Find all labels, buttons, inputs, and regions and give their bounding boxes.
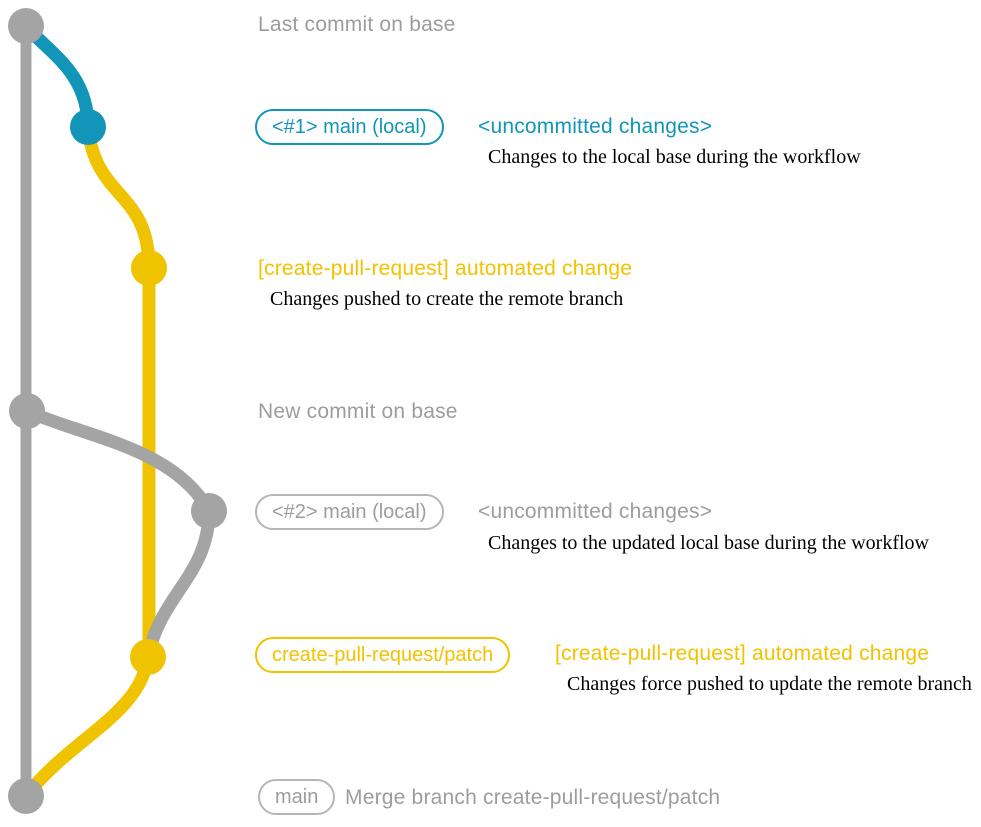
commit-node-new-base xyxy=(9,393,45,429)
automated-change-heading-1: [create-pull-request] automated change xyxy=(258,257,633,280)
automated-change-heading-2: [create-pull-request] automated change xyxy=(555,642,930,665)
updated-base-branch-curve xyxy=(20,404,216,518)
cpr-branch-curve-1 xyxy=(81,120,156,275)
commit-node-last-base xyxy=(8,8,44,44)
commit-node-merge xyxy=(8,778,44,814)
commit-node-automated-change-1 xyxy=(131,250,167,286)
branch-tag-cpr-patch: create-pull-request/patch xyxy=(255,637,511,673)
branch-tag-main: main xyxy=(258,779,336,815)
automated-change-desc-2: Changes force pushed to update the remot… xyxy=(567,673,972,695)
rebase-curve xyxy=(141,504,216,664)
branch-tag-main-local-2: <#2> main (local) xyxy=(255,494,444,530)
commit-node-main-local-2 xyxy=(191,493,227,529)
new-commit-on-base-label: New commit on base xyxy=(258,400,458,423)
automated-change-desc-1: Changes pushed to create the remote bran… xyxy=(270,288,624,310)
merge-curve xyxy=(19,650,155,803)
uncommitted-changes-heading-1: <uncommitted changes> xyxy=(478,115,713,138)
commit-node-automated-change-2 xyxy=(130,639,166,675)
last-commit-on-base-label: Last commit on base xyxy=(258,13,456,36)
commit-node-main-local-1 xyxy=(70,109,106,145)
uncommitted-changes-heading-2: <uncommitted changes> xyxy=(478,500,713,523)
branch-tag-main-local-1: <#1> main (local) xyxy=(255,109,444,145)
uncommitted-changes-desc-2: Changes to the updated local base during… xyxy=(488,532,929,554)
merge-commit-label: Merge branch create-pull-request/patch xyxy=(345,786,721,809)
uncommitted-changes-desc-1: Changes to the local base during the wor… xyxy=(488,146,861,168)
